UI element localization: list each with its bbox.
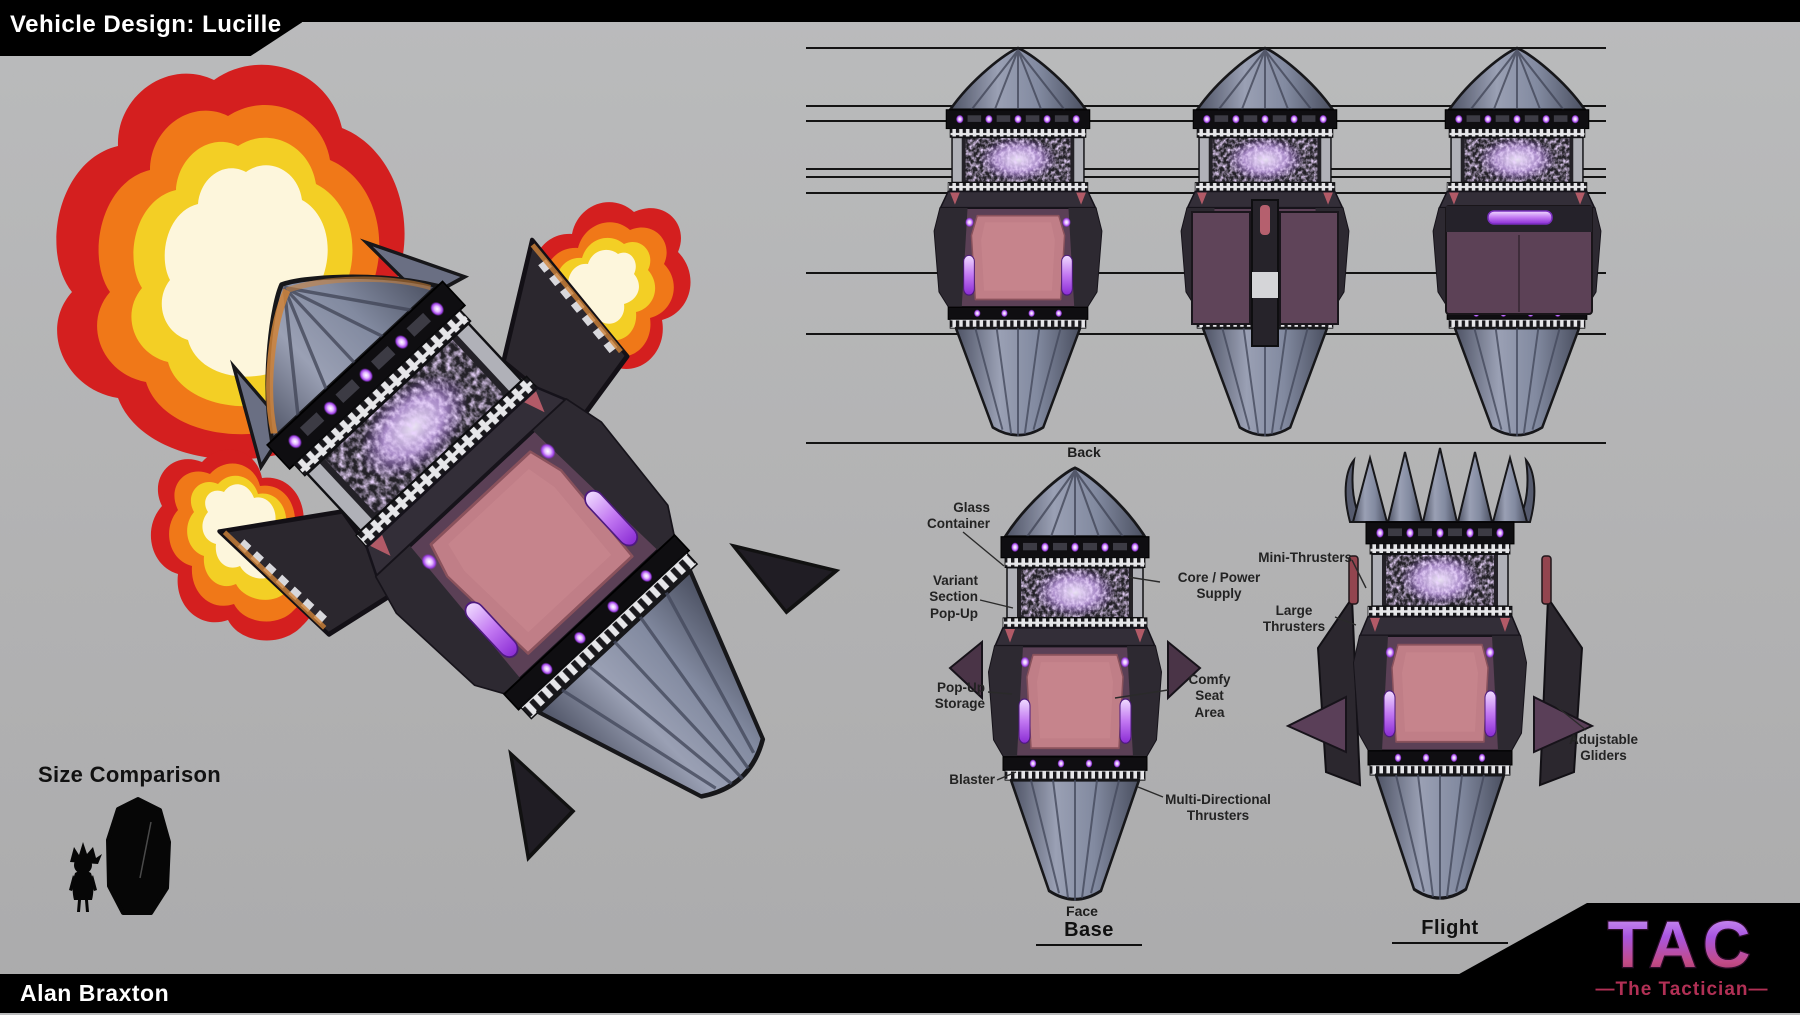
top-edge-strip [0,0,1800,22]
author-name: Alan Braxton [20,980,170,1006]
label-comfy-seat-area: Comfy Seat Area [1188,672,1231,720]
main-rocket-illustration [125,139,841,862]
tac-tagline: —The Tactician— [1595,979,1768,1000]
top-view-front [935,46,1102,438]
label-core-power-supply: Core / Power Supply [1177,570,1261,602]
vehicle-silhouette [106,797,171,915]
title-banner: Vehicle Design: Lucille [0,0,302,56]
back-view-caption: Back [1067,444,1101,460]
flight-view-drawing [1285,447,1595,901]
top-view-side [1182,46,1349,438]
face-caption: Face [1066,903,1098,919]
base-view-drawing [948,466,1202,903]
human-silhouette [69,842,102,912]
label-mini-thrusters: Mini-Thrusters [1258,550,1352,565]
base-view-caption: Base [1036,919,1142,946]
tac-logo: TAC —The Tactician— [1570,905,1795,1010]
label-variant-section-popup: Variant Section Pop-Up [929,573,978,621]
label-glass-container: Glass Container [926,500,990,532]
top-orthographic-views [935,46,1601,438]
size-comparison-silhouettes [69,797,171,915]
label-adjustable-gliders: Adujstable Gliders [1568,732,1638,764]
label-blaster: Blaster [949,772,995,787]
size-comparison-heading: Size Comparison [38,762,221,787]
label-large-thrusters: Large Thrusters [1262,603,1326,635]
label-multi-directional-thrusters: Multi-Directional Thrusters [1165,792,1271,824]
author-banner: Alan Braxton [0,974,1800,1013]
flight-view-caption: Flight [1392,917,1508,944]
tac-logo-graphic: TAC —The Tactician— [1595,906,1768,1000]
label-popup-storage: Pop-Up Storage [934,680,985,712]
tac-logo-text: TAC [1608,907,1757,981]
top-view-back [1434,46,1601,438]
leader-lines [962,531,1587,798]
page-title: Vehicle Design: Lucille [10,11,282,38]
